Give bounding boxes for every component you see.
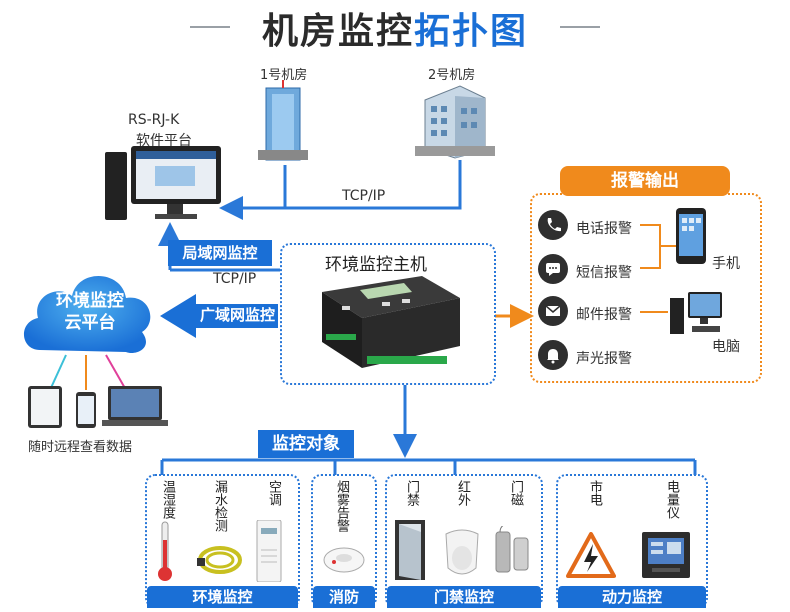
high-voltage-icon [566, 532, 616, 578]
remote-devices-icon [28, 386, 168, 428]
tcp-label-lower: TCP/IP [213, 271, 257, 287]
title-line-right [560, 26, 600, 28]
building1-icon [258, 80, 308, 161]
page-title: 机房监控拓扑图 [0, 2, 790, 54]
leak-cable-icon [197, 546, 242, 574]
software-line1: RS-RJ-K [128, 112, 180, 128]
pc-label: 电脑 [712, 339, 740, 355]
alarm-item-email: 邮件报警 [576, 307, 632, 323]
sms-icon [538, 254, 568, 284]
host-box [280, 243, 496, 385]
cloud-icon [23, 275, 151, 354]
building2-label: 2号机房 [428, 68, 476, 83]
building1-label: 1号机房 [260, 68, 308, 83]
power-item-meter: 电量仪 [664, 480, 679, 519]
group-env-footer: 环境监控 [147, 586, 298, 608]
title-part1: 机房监控 [261, 11, 414, 52]
cloud-label-line1: 环境监控 [56, 291, 124, 311]
tcp-label-top: TCP/IP [342, 188, 386, 204]
alarm-item-sms: 短信报警 [576, 265, 632, 281]
door-magnet-icon [495, 526, 529, 573]
smoke-detector-icon [323, 547, 365, 573]
wan-monitor-label: 广域网监控 [200, 306, 276, 324]
mobile-phone-icon [676, 208, 706, 264]
title-part2: 拓扑图 [414, 11, 529, 52]
cloud-label-line2: 云平台 [64, 313, 116, 333]
group-fire-footer: 消防 [313, 586, 375, 608]
building2-icon [415, 85, 495, 159]
door-access-icon [395, 520, 425, 580]
access-item-magnet: 门磁 [508, 480, 523, 506]
desktop-pc-icon [670, 292, 722, 334]
infrared-sensor-icon [445, 529, 479, 575]
monitor-objects-title: 监控对象 [258, 430, 354, 458]
alarm-bell-icon [538, 340, 568, 370]
alarm-item-sound-light: 声光报警 [576, 351, 632, 367]
env-item-leak: 漏水检测 [212, 480, 227, 532]
env-item-temp-humidity: 温湿度 [160, 480, 175, 519]
phone-icon [538, 210, 568, 240]
title-line-left [190, 26, 230, 28]
host-label: 环境监控主机 [325, 255, 427, 275]
email-icon [538, 296, 568, 326]
access-item-door: 门禁 [404, 480, 419, 506]
thermometer-icon [158, 521, 172, 581]
group-access-footer: 门禁监控 [387, 586, 541, 608]
remote-devices-caption: 随时远程查看数据 [28, 440, 133, 455]
host-device-icon [322, 276, 460, 368]
env-item-ac: 空调 [266, 480, 281, 506]
group-power-footer: 动力监控 [558, 586, 706, 608]
mobile-label: 手机 [712, 256, 740, 272]
fire-item-smoke: 烟雾告警 [334, 480, 349, 532]
alarm-item-phone: 电话报警 [576, 221, 632, 237]
lan-monitor-tag: 局域网监控 [168, 240, 272, 266]
alarm-title: 报警输出 [560, 166, 730, 196]
computer-icon [105, 146, 221, 220]
wan-arrow [160, 294, 278, 338]
access-item-infrared: 红外 [455, 480, 470, 506]
cloud-label: 环境监控 云平台 [40, 290, 140, 334]
software-line2: 软件平台 [136, 133, 192, 149]
power-meter-icon [642, 532, 690, 578]
air-conditioner-icon [256, 520, 282, 582]
power-item-mains: 市电 [587, 480, 602, 506]
